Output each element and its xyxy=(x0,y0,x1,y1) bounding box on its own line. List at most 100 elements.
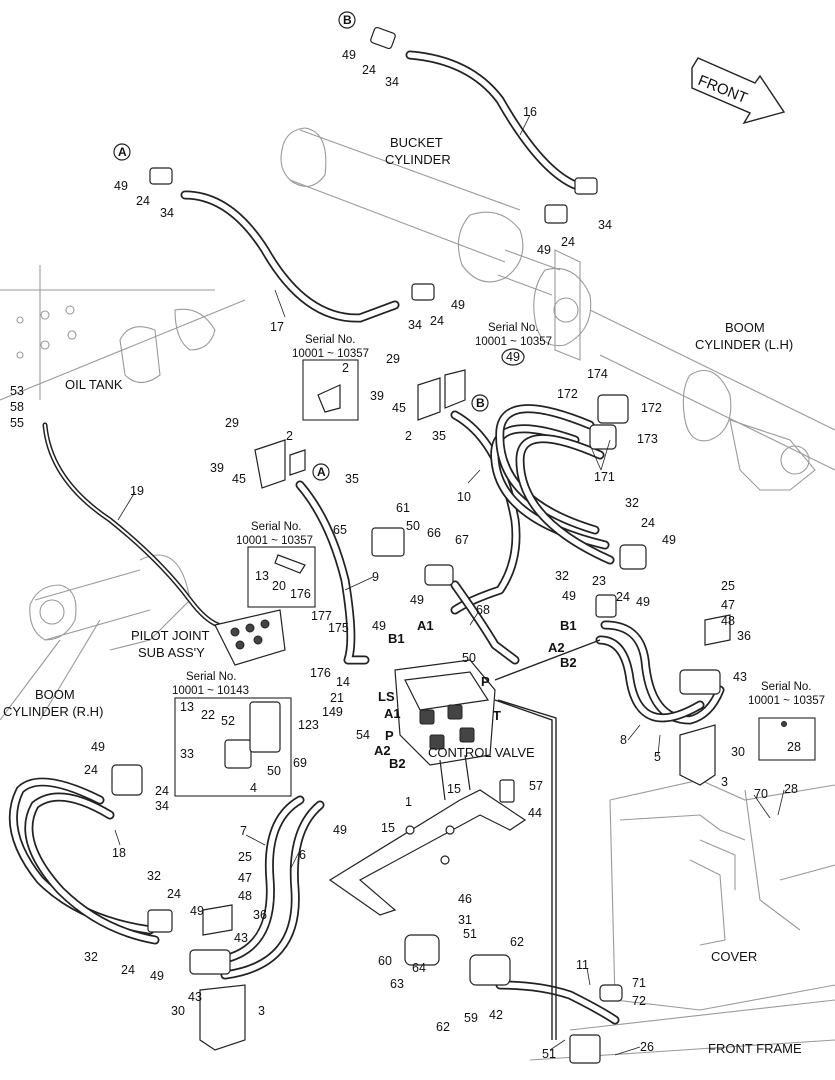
text-labels: BUCKET CYLINDER BOOM CYLINDER (L.H) BOOM… xyxy=(3,135,802,1056)
serial-part-5e: 50 xyxy=(267,764,281,778)
pn-31: 31 xyxy=(458,913,472,927)
pn-19: 19 xyxy=(130,484,144,498)
pn-123: 123 xyxy=(298,718,319,732)
pn-62: 62 xyxy=(510,935,524,949)
pn-49: 49 xyxy=(114,179,128,193)
pn-6: 6 xyxy=(299,848,306,862)
part-numbers: 49 24 34 16 24 49 34 49 24 34 17 34 24 4… xyxy=(10,48,798,1061)
serial-part-5a: 13 xyxy=(180,700,194,714)
pn-173: 173 xyxy=(637,432,658,446)
pn-60: 60 xyxy=(378,954,392,968)
pn-46: 46 xyxy=(458,892,472,906)
pn-49: 49 xyxy=(150,969,164,983)
pn-45: 45 xyxy=(232,472,246,486)
pn-49: 49 xyxy=(662,533,676,547)
pn-49: 49 xyxy=(372,619,386,633)
serial-box-13-22-52 xyxy=(174,697,292,797)
hose-19 xyxy=(42,422,221,628)
pn-24: 24 xyxy=(561,235,575,249)
serial-range-3: 10001 ~ 10357 xyxy=(748,695,825,707)
pn-71: 71 xyxy=(632,976,646,990)
pn-39: 39 xyxy=(210,461,224,475)
pn-50: 50 xyxy=(406,519,420,533)
pn-55: 55 xyxy=(10,416,24,430)
pn-18: 18 xyxy=(112,846,126,860)
pn-30: 30 xyxy=(171,1004,185,1018)
port-a1-left: A1 xyxy=(384,706,401,721)
pn-24: 24 xyxy=(430,314,444,328)
cover-and-frame-outline xyxy=(529,779,835,1061)
hoses-6-7 xyxy=(215,795,325,980)
pn-2: 2 xyxy=(286,429,293,443)
pn-26: 26 xyxy=(640,1040,654,1054)
pn-7: 7 xyxy=(240,824,247,838)
port-b1-right: B1 xyxy=(560,618,577,633)
serial-part-5c: 52 xyxy=(221,714,235,728)
port-labels: LS A1 P A2 B2 B1 A1 B1 A2 B2 P T xyxy=(374,618,577,771)
port-b1-left: B1 xyxy=(388,631,405,646)
pn-9: 9 xyxy=(372,570,379,584)
front-frame-label: FRONT FRAME xyxy=(708,1041,802,1056)
pn-51: 51 xyxy=(542,1047,556,1061)
pn-174: 174 xyxy=(587,367,608,381)
cover-label: COVER xyxy=(711,949,757,964)
pn-172: 172 xyxy=(641,401,662,415)
pn-2: 2 xyxy=(405,429,412,443)
pn-53: 53 xyxy=(10,384,24,398)
hose-11 xyxy=(495,980,620,1025)
pn-24: 24 xyxy=(167,887,181,901)
serial-box-2 xyxy=(302,359,359,421)
pn-15: 15 xyxy=(447,782,461,796)
pn-29: 29 xyxy=(225,416,239,430)
hoses-boom-lh xyxy=(490,404,615,565)
pn-30: 30 xyxy=(731,745,745,759)
hoses-boom-rh-18 xyxy=(8,777,160,945)
pn-43: 43 xyxy=(188,990,202,1004)
pilot-joint-label-1: PILOT JOINT xyxy=(131,628,210,643)
pn-44: 44 xyxy=(528,806,542,820)
pn-24: 24 xyxy=(362,63,376,77)
pn-70: 70 xyxy=(754,787,768,801)
serial-part-2: 49 xyxy=(506,350,520,364)
pn-47: 47 xyxy=(721,598,735,612)
pn-51: 51 xyxy=(463,927,477,941)
boom-cylinder-lh-label-1: BOOM xyxy=(725,320,765,335)
hose-10 xyxy=(450,410,521,615)
port-p-left: P xyxy=(385,728,394,743)
bucket-cylinder-label-1: BUCKET xyxy=(390,135,443,150)
pn-67: 67 xyxy=(455,533,469,547)
serial-title-3: Serial No. xyxy=(761,681,812,693)
pn-24: 24 xyxy=(121,963,135,977)
pn-43: 43 xyxy=(234,931,248,945)
pn-35: 35 xyxy=(345,472,359,486)
serial-box-28 xyxy=(758,717,816,761)
pn-35: 35 xyxy=(432,429,446,443)
pn-63: 63 xyxy=(390,977,404,991)
pn-21: 21 xyxy=(330,691,344,705)
boom-cylinder-rh-label-2: CYLINDER (R.H) xyxy=(3,704,103,719)
pilot-joint-sub-assy xyxy=(214,609,286,666)
pn-49: 49 xyxy=(333,823,347,837)
pn-34: 34 xyxy=(598,218,612,232)
pn-3: 3 xyxy=(721,775,728,789)
serial-part-4a: 13 xyxy=(255,569,269,583)
pn-1: 1 xyxy=(405,795,412,809)
pn-39: 39 xyxy=(370,389,384,403)
pn-43: 43 xyxy=(733,670,747,684)
pn-24: 24 xyxy=(616,590,630,604)
pn-5: 5 xyxy=(654,750,661,764)
pn-47: 47 xyxy=(238,871,252,885)
port-a2-right: A2 xyxy=(548,640,565,655)
reference-letters: B A A B xyxy=(118,13,485,479)
serial-texts: Serial No. 10001 ~ 10357 2 Serial No. 10… xyxy=(172,322,825,795)
serial-part-4b: 20 xyxy=(272,579,286,593)
serial-title-2: Serial No. xyxy=(488,322,539,334)
ref-a-left: A xyxy=(118,145,127,159)
oil-tank-label: OIL TANK xyxy=(65,377,123,392)
pn-32: 32 xyxy=(84,950,98,964)
pn-25: 25 xyxy=(238,850,252,864)
pn-49: 49 xyxy=(342,48,356,62)
pn-29: 29 xyxy=(386,352,400,366)
